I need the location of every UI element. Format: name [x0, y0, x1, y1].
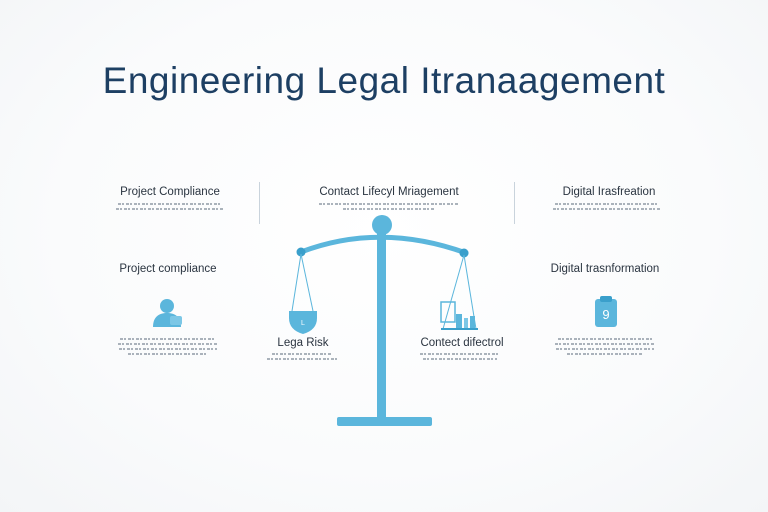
contract-icon — [440, 301, 478, 330]
scale-base — [337, 417, 432, 426]
middle-right-heading: Digital trasnformation — [550, 263, 660, 275]
svg-text:L: L — [301, 320, 305, 327]
top-right-text — [550, 203, 664, 213]
divider-right — [514, 182, 515, 224]
top-left-text — [112, 203, 228, 213]
person-icon — [153, 299, 182, 327]
top-center-heading: Contact Lifecyl Mriagement — [319, 186, 459, 198]
scale-pivot — [372, 215, 392, 235]
middle-left-heading: Project compliance — [119, 263, 217, 275]
scale-pillar — [377, 226, 386, 422]
middle-left-text — [118, 338, 218, 358]
top-center-text — [314, 203, 464, 213]
top-left-heading: Project Compliance — [120, 186, 220, 198]
pan-label-right: Contect difectrol — [420, 337, 504, 349]
page-title: Engineering Legal Itranaagement — [102, 60, 666, 101]
pan-label-left: Lega Risk — [277, 337, 329, 349]
top-right-heading: Digital Irasfreation — [562, 186, 656, 198]
divider-left — [259, 182, 260, 224]
pan-right-text — [418, 353, 502, 363]
shield-icon — [289, 311, 317, 334]
pan-left-text — [264, 353, 340, 363]
beam-end-right — [459, 248, 469, 258]
document-icon: 9 — [595, 296, 617, 327]
middle-right-text — [555, 338, 655, 358]
beam-end-left — [296, 247, 306, 257]
svg-text:9: 9 — [602, 307, 609, 322]
